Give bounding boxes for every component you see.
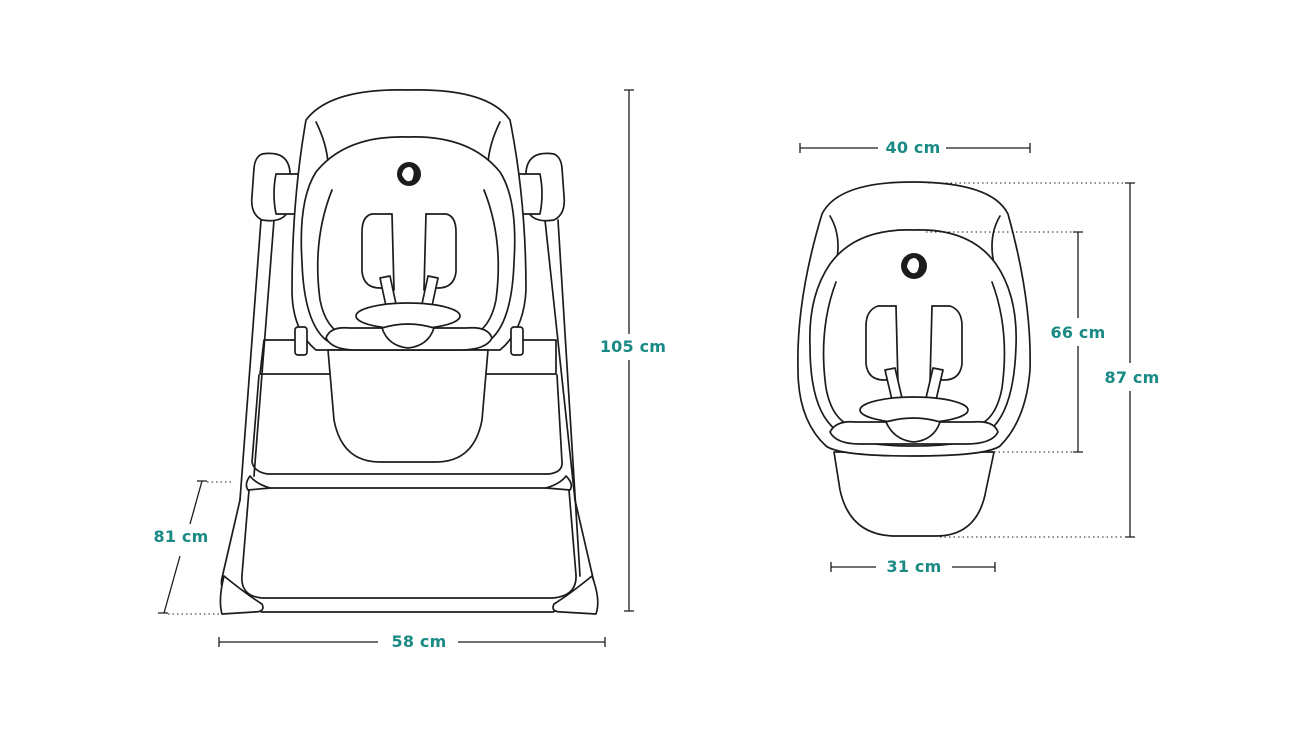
label-swing-height: 105 cm	[600, 337, 666, 356]
frame-tray-lip	[251, 374, 563, 475]
harness-right-strap	[423, 213, 427, 291]
dimension-swing-width: 58 cm	[218, 632, 606, 651]
harness-crotch-buckle	[381, 323, 435, 349]
label-seat-top-width: 40 cm	[886, 138, 941, 157]
detached-harness-right-strap	[929, 305, 933, 385]
frame-tray-right-clip	[545, 475, 573, 491]
swing-frame-drawing	[219, 89, 599, 615]
detached-harness-crotch-buckle	[885, 417, 941, 443]
detached-seat-seam-right	[975, 281, 1006, 427]
seat-left-clip	[294, 326, 308, 356]
dimension-seat-inner-height: 66 cm	[926, 231, 1110, 453]
seat-right-clip	[510, 326, 524, 356]
detached-seat-seam-left	[822, 281, 853, 427]
label-swing-depth: 81 cm	[154, 527, 209, 546]
detached-seat-bucket	[833, 451, 995, 537]
label-seat-bottom-width: 31 cm	[887, 557, 942, 576]
frame-inner-shelf	[241, 489, 577, 599]
dimension-swing-height: 105 cm	[598, 89, 668, 612]
dimension-seat-total-height: 87 cm	[928, 182, 1164, 538]
detached-harness-right-pad	[929, 305, 963, 381]
harness-left-strap	[391, 213, 395, 291]
label-seat-total-height: 87 cm	[1105, 368, 1160, 387]
detached-harness-left-pad	[865, 305, 899, 381]
seat-cushion-seam-left	[316, 189, 347, 337]
dimension-seat-bottom-width: 31 cm	[830, 557, 996, 576]
frame-right-leg	[544, 219, 581, 577]
label-seat-inner-height: 66 cm	[1051, 323, 1106, 342]
frame-left-leg	[239, 219, 275, 501]
frame-left-foot	[219, 575, 264, 615]
harness-left-pad	[361, 213, 395, 289]
brand-logo-icon	[397, 162, 421, 186]
dimension-swing-depth: 81 cm	[154, 480, 232, 615]
detached-harness-left-strap	[895, 305, 899, 385]
brand-logo-icon	[901, 253, 927, 279]
frame-outer-base	[220, 499, 595, 613]
frame-right-foot	[552, 575, 599, 615]
detached-seat-cushion	[808, 229, 1018, 447]
detached-seat-drawing	[797, 181, 1032, 537]
label-swing-width: 58 cm	[392, 632, 447, 651]
seat-bucket	[327, 349, 489, 463]
harness-right-pad	[423, 213, 457, 289]
frame-tray-left-clip	[245, 475, 271, 491]
dimension-seat-top-width: 40 cm	[799, 138, 1031, 157]
